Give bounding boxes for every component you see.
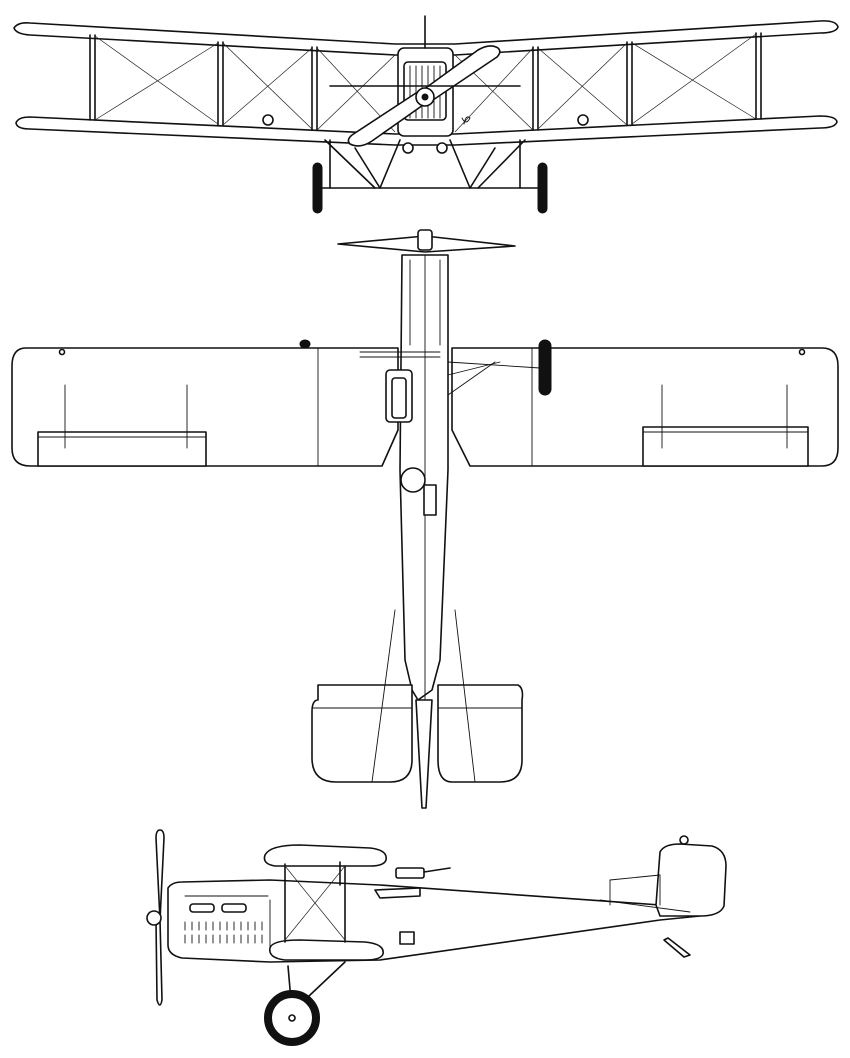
side-struts	[284, 861, 346, 943]
top-gun	[423, 484, 437, 516]
top-wingtip-mark-left	[58, 348, 66, 356]
front-lower-wing	[15, 115, 838, 146]
top-view	[11, 229, 839, 809]
top-cockpit-seat	[391, 377, 407, 419]
side-lower-wing	[268, 939, 384, 961]
front-upper-wing	[13, 20, 839, 56]
top-gun-ring	[400, 467, 426, 493]
side-fuselage	[167, 879, 701, 963]
front-undercarriage	[317, 139, 541, 189]
top-tailplane-right	[437, 684, 524, 783]
front-wheel-right	[537, 162, 548, 214]
top-spinner	[417, 229, 433, 251]
side-tail-details	[599, 874, 691, 913]
top-tail-details	[311, 609, 523, 783]
side-fin	[655, 843, 727, 917]
front-aileron-hinge-left	[262, 114, 274, 126]
side-propeller	[155, 829, 165, 921]
front-pitot-icon	[461, 116, 471, 125]
side-tailskid	[663, 937, 691, 958]
top-float-left	[299, 339, 311, 349]
front-spinner-hub	[421, 93, 429, 101]
top-wing-details	[37, 347, 809, 467]
top-tailplane	[311, 684, 413, 783]
side-spinner	[146, 910, 162, 926]
top-rudder	[415, 699, 433, 809]
side-upper-wing	[263, 844, 387, 867]
side-exhaust-2	[221, 903, 247, 913]
side-view	[146, 829, 727, 1046]
front-wheel-left	[312, 162, 323, 214]
side-cowling-louvres	[184, 895, 271, 951]
side-bracing	[284, 865, 346, 941]
front-struts	[89, 32, 762, 131]
side-gunner-ring	[374, 887, 421, 899]
side-wheel-hub	[288, 1014, 296, 1022]
side-fin-mark	[679, 835, 689, 845]
top-wheel-right	[538, 339, 552, 396]
front-view	[13, 15, 839, 214]
top-fuselage-details	[359, 259, 541, 396]
top-aileron-left	[37, 431, 207, 467]
side-exhaust-1	[189, 903, 215, 913]
side-gun-barrel	[423, 867, 451, 873]
side-propeller-lower	[155, 919, 163, 1006]
side-window	[399, 931, 415, 945]
top-aileron-right	[642, 426, 809, 467]
top-wingtip-mark-right	[798, 348, 806, 356]
front-aileron-hinge-right	[577, 114, 589, 126]
side-gun	[395, 867, 425, 879]
front-bomb-left	[402, 142, 414, 154]
front-bomb-right	[436, 142, 448, 154]
